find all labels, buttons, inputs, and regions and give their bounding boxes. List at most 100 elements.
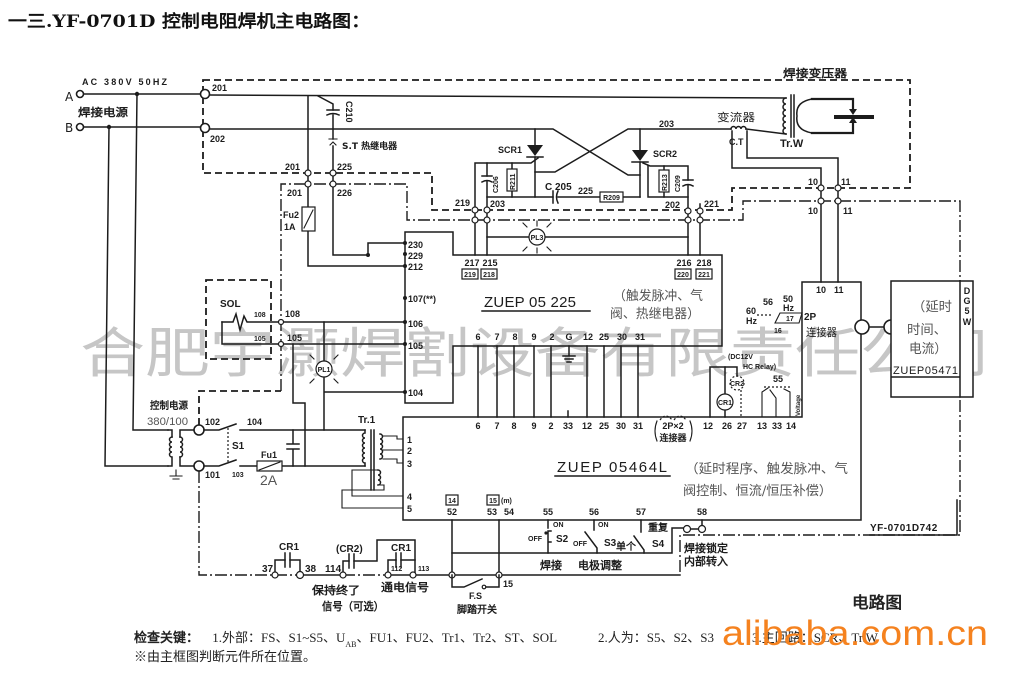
switch-s2-off: OFF: [528, 536, 543, 543]
wire-control-feed-a: [132, 93, 169, 431]
model-code-underline: [869, 499, 958, 536]
board-zuep05225-desc-1: （触发脉冲、气: [613, 288, 703, 304]
side-label-5: 5: [964, 306, 969, 316]
node-10: [817, 197, 825, 205]
switch-s2-label: S2: [556, 534, 569, 545]
terminal-202: [199, 122, 211, 134]
page-title: 一三.YF-0701D 控制电阻焊机主电路图：: [8, 11, 370, 32]
company-watermark: 合肥宇灏焊割设备有限责任公司: [80, 322, 990, 385]
control-transformer-primary-icon: [167, 436, 173, 467]
node-15-label: 15: [503, 579, 513, 589]
pin-217: 217: [464, 258, 479, 268]
board-zuep05464l: ZUEP 05464L （延时程序、触发脉冲、气 阀控制、恒流/恒压补偿） 6 …: [402, 281, 862, 521]
ct-node-11-lower: 11: [843, 206, 853, 216]
boxed-pin: [486, 494, 500, 506]
welding-transformer-boundary: [202, 79, 911, 211]
relay-pin-26: 26: [722, 421, 732, 431]
connector-pin-10: 10: [816, 285, 826, 295]
node-203-label: 203: [490, 199, 505, 209]
wire-ct-primary-top: [167, 429, 173, 438]
notes-line-1: 检查关键： 1.外部：FS、S1~S5、UAB、FU1、FU2、Tr1、Tr2、…: [134, 630, 557, 649]
pin-25: 25: [599, 421, 609, 431]
thermal-relay-contact-icon: [328, 138, 338, 146]
connector-plug-icon: [854, 319, 870, 335]
pin-2: 2: [407, 446, 412, 456]
pin-56: 56: [763, 297, 773, 307]
model-code: YF-0701D742: [870, 523, 938, 534]
line-203-label: 203: [659, 119, 674, 129]
pin-104: 104: [408, 388, 423, 398]
lamp-pl1-icon: [315, 360, 333, 378]
switch-s2-icon: [547, 519, 552, 554]
node-201-lower-label: 201: [287, 188, 302, 198]
c205-label: C 205: [545, 182, 572, 193]
board-zuep05464l-top-pins: 6 7 8 9 2 33 12 25 30 31: [475, 410, 643, 431]
notes-item-2: 2.人为：S5、S2、S3: [598, 630, 714, 645]
sol-inner-105: 105: [254, 336, 266, 343]
node-225: [329, 169, 337, 177]
pin-219-boxed: 219: [464, 272, 476, 279]
ct-label: C.T: [729, 137, 744, 147]
wire-ct-10: [731, 130, 822, 283]
terminal-201-label: 201: [212, 83, 227, 93]
node-201: [304, 180, 312, 188]
wire-c210: [316, 94, 334, 111]
scr2-label: SCR2: [653, 149, 677, 159]
lower-electrode-icon: [849, 117, 857, 123]
voltage-label: Voltage: [796, 394, 802, 416]
node-201: [304, 169, 312, 177]
wire-sol-105: [221, 321, 406, 345]
fu2-rating: 1A: [284, 222, 296, 232]
node-226: [329, 180, 337, 188]
pin-57: 57: [636, 507, 646, 517]
connector-2px2-name: 2P×2: [662, 421, 683, 431]
board-zuep05471-desc-3: 电流）: [909, 342, 947, 357]
switch-s2-on: ON: [553, 522, 564, 529]
control-power: 控制电源 380/100 102 101 104 S1 103 Fu1 2A: [147, 399, 366, 488]
tr1-label: Tr.1: [358, 415, 376, 426]
board-zuep05464l-desc-2: 阀控制、恒流/恒压补偿）: [683, 484, 832, 499]
pin-7: 7: [494, 421, 499, 431]
connector-loop-icon: [659, 415, 687, 421]
side-label-g: G: [963, 296, 970, 306]
relay-pin-14: 14: [786, 421, 796, 431]
scr-pair: 203 SCR1 SCR2 C206 R211 R209 C 205 225 R…: [455, 119, 732, 256]
board-zuep05225-outline: [404, 231, 723, 404]
pin-dot: [403, 241, 407, 245]
pin-229: 229: [408, 251, 423, 261]
ground-icon: [562, 345, 576, 363]
lamp-rays-icon: [309, 354, 339, 384]
fu1-name: Fu1: [261, 450, 277, 460]
workpiece-icon: [834, 115, 874, 119]
wire-52-53: [451, 519, 500, 576]
notes-item-3: 3.主回路：SCR、Tr.W: [752, 630, 879, 645]
pin-8: 8: [512, 332, 517, 342]
terminal-201: [199, 88, 211, 100]
relay-cr1-icon: [716, 393, 734, 411]
scr1-label: SCR1: [498, 145, 522, 155]
node-103-label: 103: [232, 472, 244, 479]
wire-relay-frame: [709, 366, 738, 418]
node-202-label: 202: [665, 200, 680, 210]
node: [483, 216, 491, 224]
wire-phase-a-main: [209, 94, 787, 99]
control-power-label: 控制电源: [150, 399, 188, 412]
fuse-fu2-element: [303, 209, 314, 229]
sol-inner-108: 108: [254, 312, 266, 319]
terminal-101: [193, 460, 205, 472]
switch-s2-dot: [544, 531, 548, 535]
switch-s3-on: ON: [598, 522, 609, 529]
boxed-pin-14: 14: [448, 498, 456, 505]
boxed-pin: [461, 268, 479, 280]
contact-cr2-wires: [342, 539, 416, 576]
node-114-label: 114: [325, 564, 342, 575]
node-202: [684, 207, 692, 215]
switch-s1-upper: [203, 423, 366, 431]
pin-16: 16: [774, 328, 782, 335]
pin-218-boxed: 218: [483, 272, 495, 279]
notes-item-1-prefix: 1.外部：FS、S1~S5、U: [212, 630, 346, 645]
ct-node-10-upper: 10: [808, 177, 818, 187]
ground-icon: [169, 469, 183, 480]
pin-2: 2: [548, 421, 553, 431]
foot-switch-name: F.S: [469, 591, 482, 601]
